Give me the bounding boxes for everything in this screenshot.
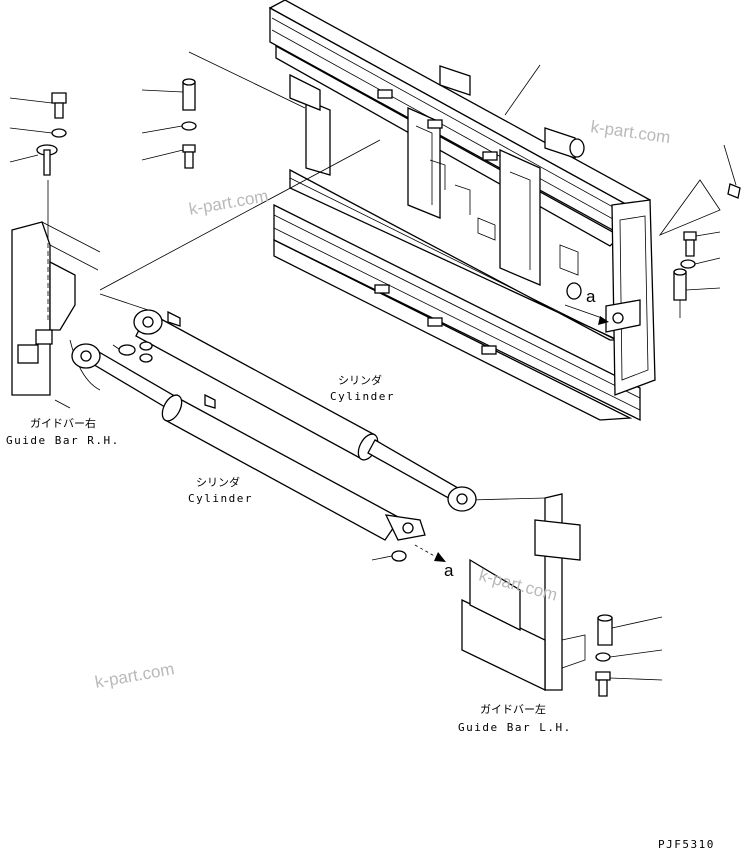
ref-a-lower: a xyxy=(444,561,454,580)
watermark-2: k-part.com xyxy=(187,186,269,219)
cylinder-upper-jp-label: シリンダ xyxy=(338,373,382,387)
ref-a-upper: a xyxy=(586,287,596,306)
leader-lines xyxy=(9,51,737,681)
cylinder-upper xyxy=(133,309,477,512)
guide-bar-rh-jp-label: ガイドバー右 xyxy=(30,416,96,430)
drawing-number: PJF5310 xyxy=(658,838,715,851)
cylinder-lower-jp-label: シリンダ xyxy=(196,475,240,489)
cylinder-upper-en-label: Cylinder xyxy=(330,390,395,403)
carriage-frame xyxy=(268,0,656,422)
guide-bar-lh-en-label: Guide Bar L.H. xyxy=(458,721,572,734)
cylinder-lower xyxy=(71,343,426,541)
guide-bar-rh-en-label: Guide Bar R.H. xyxy=(6,434,120,447)
watermark-4: k-part.com xyxy=(93,659,175,692)
cylinder-lower-en-label: Cylinder xyxy=(188,492,253,505)
guide-bar-rh xyxy=(11,221,101,409)
guide-bar-lh-jp-label: ガイドバー左 xyxy=(480,703,546,716)
watermark-1: k-part.com xyxy=(589,117,671,147)
guide-bar-lh xyxy=(461,493,586,692)
labels: シリンダ Cylinder シリンダ Cylinder ガイドバー右 Guide… xyxy=(6,287,715,851)
